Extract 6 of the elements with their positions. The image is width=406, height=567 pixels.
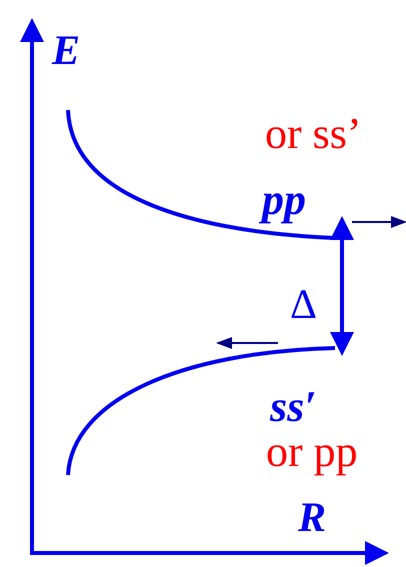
axis-label: R: [298, 497, 326, 539]
axis-label: E: [52, 30, 80, 72]
gap-label: Δ: [290, 284, 318, 326]
curve-label: or pp: [266, 430, 358, 474]
curve-label: ss′: [270, 385, 317, 429]
curve-label: or ss’: [265, 112, 362, 156]
